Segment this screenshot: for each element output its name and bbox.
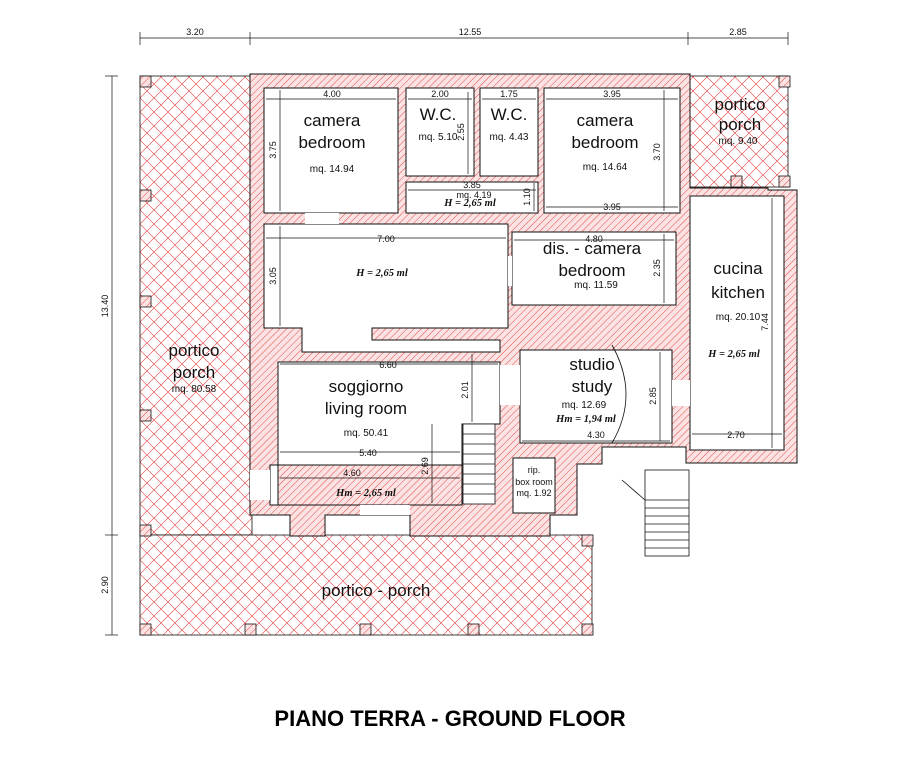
dim-dis-h: 2.35 — [652, 259, 662, 277]
dim-top-left: 3.20 — [186, 27, 204, 37]
porch-small-area: mq. 9.40 — [719, 136, 758, 147]
room-labels: camera bedroom mq. 14.94 W.C. mq. 5.10 W… — [168, 95, 765, 600]
living-area: mq. 50.41 — [344, 428, 389, 439]
study-en: study — [572, 377, 613, 396]
living-it: soggiorno — [329, 377, 404, 396]
box-it: rip. — [528, 465, 541, 475]
dim-cam-r-w: 3.95 — [603, 89, 621, 99]
porch-bottom-name: portico - porch — [322, 581, 431, 600]
study-door-arc — [611, 344, 627, 444]
living-en: living room — [325, 399, 407, 418]
dim-liv-h: 2.01 — [460, 381, 470, 399]
study-it: studio — [569, 355, 614, 374]
camera-right-en: bedroom — [571, 133, 638, 152]
kitchen-en: kitchen — [711, 283, 765, 302]
dim-cam-l-w: 4.00 — [323, 89, 341, 99]
dim-hall-w: 7.00 — [377, 234, 395, 244]
dim-top-mid: 12.55 — [459, 27, 482, 37]
dim-liv-h2: 2.69 — [420, 457, 430, 475]
porch-left-en: porch — [173, 363, 216, 382]
exterior-stairs — [621, 469, 690, 557]
dim-cam-l-h: 3.75 — [268, 141, 278, 159]
wall-openings — [250, 213, 690, 515]
porch-left-area — [139, 75, 253, 536]
camera-left-it: camera — [304, 111, 361, 130]
porch-left-area: mq. 80.58 — [172, 384, 217, 395]
dis-camera-en: bedroom — [558, 261, 625, 280]
building-walls — [249, 73, 798, 537]
dim-cam-r-w2: 3.95 — [603, 202, 621, 212]
dim-wc1-w: 2.00 — [431, 89, 449, 99]
dim-corr-h: 1.10 — [522, 188, 532, 206]
wc2-name: W.C. — [491, 105, 528, 124]
dim-top-right: 2.85 — [729, 27, 747, 37]
box-en: box room — [515, 477, 553, 487]
study-area: mq. 12.69 — [562, 400, 607, 411]
camera-right-area: mq. 14.64 — [583, 162, 628, 173]
dim-liv-w2: 5.40 — [359, 448, 377, 458]
dim-corr-w: 3.85 — [463, 180, 481, 190]
plan-title: PIANO TERRA - GROUND FLOOR — [274, 706, 626, 731]
corridor-height: H = 2,65 ml — [443, 198, 496, 209]
dim-liv-w3: 4.60 — [343, 468, 361, 478]
kitchen-height: H = 2,65 ml — [707, 349, 760, 360]
porch-left-it: portico — [168, 341, 219, 360]
dim-wc2-w: 1.75 — [500, 89, 518, 99]
wc1-name: W.C. — [420, 105, 457, 124]
dim-hall-h: 3.05 — [268, 267, 278, 285]
dim-left-bottom: 2.90 — [100, 576, 110, 594]
porch-small-it: portico — [714, 95, 765, 114]
dis-camera-area: mq. 11.59 — [574, 280, 618, 291]
dis-camera-it: dis. - camera — [543, 239, 642, 258]
porch-areas — [139, 75, 789, 636]
dim-study-w: 4.30 — [587, 430, 605, 440]
dim-study-h: 2.85 — [648, 387, 658, 405]
study-height: Hm = 1,94 ml — [555, 414, 616, 425]
dim-corr-mq: mq. 4.19 — [456, 190, 491, 200]
interior-stairs — [462, 423, 496, 505]
porch-small-en: porch — [719, 115, 762, 134]
box-area: mq. 1.92 — [516, 488, 551, 498]
porch-bottom-area — [139, 534, 593, 636]
porch-small-area — [687, 75, 789, 188]
dim-dis-w: 4.80 — [585, 234, 603, 244]
dimension-lines — [105, 32, 789, 636]
dim-wc1-h: 2.55 — [456, 123, 466, 141]
dim-left-total: 13.40 — [100, 295, 110, 318]
camera-left-area: mq. 14.94 — [310, 164, 355, 175]
wc1-area: mq. 5.10 — [419, 132, 458, 143]
porch-pillars — [139, 75, 791, 636]
camera-left-en: bedroom — [298, 133, 365, 152]
dim-liv-w: 6.60 — [379, 360, 397, 370]
kitchen-area: mq. 20.10 — [716, 312, 761, 323]
dimension-labels: 3.20 12.55 2.85 13.40 2.90 4.00 3.75 2.0… — [100, 27, 770, 594]
dim-kit-w: 2.70 — [727, 430, 745, 440]
wc2-area: mq. 4.43 — [490, 132, 529, 143]
dim-kit-h: 7.44 — [760, 313, 770, 331]
kitchen-it: cucina — [713, 259, 763, 278]
living-height: Hm = 2,65 ml — [335, 488, 396, 499]
hall-height: H = 2,65 ml — [355, 268, 408, 279]
dim-cam-r-h: 3.70 — [652, 143, 662, 161]
camera-right-it: camera — [577, 111, 634, 130]
